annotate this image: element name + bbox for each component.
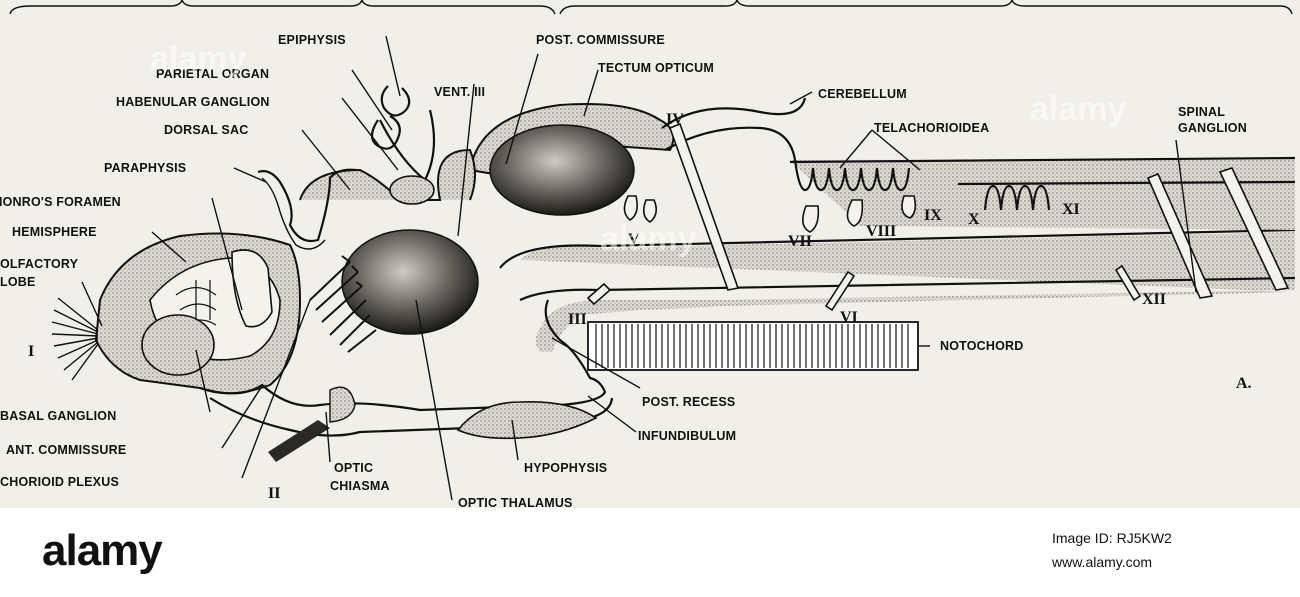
- leader-lines: [81, 35, 1197, 501]
- nerve-label-vi: VI: [840, 309, 858, 326]
- nerve-label-iv: IV: [666, 111, 684, 128]
- label-optic: OPTIC: [334, 461, 373, 475]
- tectum-opticum: [468, 97, 807, 216]
- nerve-label-iii: III: [568, 311, 587, 328]
- olfactory-rays: [51, 297, 99, 381]
- image-id-text: Image ID: RJ5KW2: [1052, 530, 1172, 546]
- label-spinal: SPINAL: [1178, 105, 1225, 119]
- label-optic-thalamus: OPTIC THALAMUS: [458, 496, 573, 508]
- chorioid-plexus: [309, 255, 377, 353]
- nerve-numerals: I II III IV V VI VII VIII IX X XI XII: [28, 111, 1166, 502]
- brain-diagram: EPIPHYSIS PARIETAL ORGAN HABENULAR GANGL…: [0, 0, 1300, 508]
- region-braces: [9, 0, 1293, 15]
- paraphysis: [257, 168, 357, 250]
- watermark-overlay: alamy: [150, 40, 247, 78]
- label-basal-ganglion: BASAL GANGLION: [0, 409, 116, 423]
- telencephalon: [94, 232, 302, 395]
- nerve-label-xi: XI: [1062, 201, 1080, 218]
- label-lobe: LOBE: [0, 275, 36, 289]
- label-parietal-organ: PARIETAL ORGAN: [156, 67, 269, 81]
- label-chorioid-plexus: CHORIOID PLEXUS: [0, 475, 119, 489]
- nerve-label-viii: VIII: [866, 223, 896, 240]
- nerve-label-x: X: [968, 211, 980, 228]
- label-chiasma: CHIASMA: [330, 479, 390, 493]
- nerve-label-ii: II: [268, 485, 280, 502]
- watermark-overlay: alamy: [1030, 90, 1127, 128]
- label-dorsal-sac: DORSAL SAC: [164, 123, 248, 137]
- cranial-nerves: [586, 122, 1290, 312]
- label-notochord: NOTOCHORD: [940, 339, 1024, 353]
- label-habenular-ganglion: HABENULAR GANGLION: [116, 95, 270, 109]
- telachorioidea-folds: [793, 159, 1051, 211]
- label-ant-commissure: ANT. COMMISSURE: [6, 443, 126, 457]
- watermark-footer: alamy Image ID: RJ5KW2 www.alamy.com: [0, 508, 1300, 597]
- label-infundibulum: INFUNDIBULUM: [638, 429, 736, 443]
- label-epiphysis: EPIPHYSIS: [278, 33, 346, 47]
- watermark-overlay: alamy: [600, 220, 697, 258]
- nerve-label-vii: VII: [788, 233, 812, 250]
- label-hemisphere: HEMISPHERE: [12, 225, 97, 239]
- optic-thalamus: [341, 229, 479, 335]
- label-post-recess: POST. RECESS: [642, 395, 735, 409]
- nerve-label-v: V: [628, 231, 640, 248]
- label-vent-iii: VENT. III: [434, 85, 485, 99]
- label-cerebellum: CEREBELLUM: [818, 87, 907, 101]
- nerve-label-xii: XII: [1142, 291, 1166, 308]
- label-hypophysis: HYPOPHYSIS: [524, 461, 607, 475]
- nerve-label-ix: IX: [924, 207, 942, 224]
- structure-labels: EPIPHYSIS PARIETAL ORGAN HABENULAR GANGL…: [0, 33, 1252, 508]
- brain-floor: [199, 299, 614, 462]
- site-url: www.alamy.com: [1052, 554, 1153, 570]
- label-monros-foramen: MONRO'S FORAMEN: [0, 195, 121, 209]
- diencephalon-roof: [299, 85, 476, 205]
- notochord: [587, 321, 919, 371]
- nerve-label-i: I: [28, 343, 34, 360]
- label-post-commissure: POST. COMMISSURE: [536, 33, 665, 47]
- label-tectum-opticum: TECTUM OPTICUM: [598, 61, 714, 75]
- label-ganglion: GANGLION: [1178, 121, 1247, 135]
- label-olfactory: OLFACTORY: [0, 257, 79, 271]
- brand-logo: alamy: [42, 526, 163, 575]
- label-telachorioidea: TELACHORIOIDEA: [874, 121, 989, 135]
- brain-diagram-svg: EPIPHYSIS PARIETAL ORGAN HABENULAR GANGL…: [0, 0, 1296, 508]
- label-panel-letter: A.: [1236, 375, 1252, 392]
- label-paraphysis: PARAPHYSIS: [104, 161, 186, 175]
